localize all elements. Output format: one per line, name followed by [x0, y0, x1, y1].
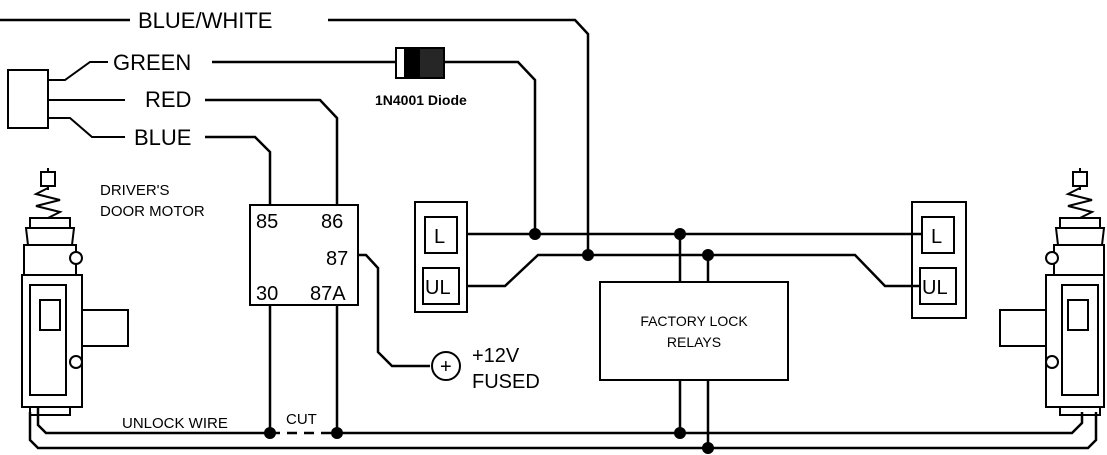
power-terminal-icon: +: [431, 351, 461, 381]
lock-wire: [28, 412, 1098, 450]
relay-pin-85: 85: [256, 211, 278, 233]
power-label-line1: +12V: [472, 345, 520, 367]
blue-wire: BLUE: [134, 125, 272, 205]
unlock-wire-label: UNLOCK WIRE: [122, 415, 228, 432]
connector-icon: [7, 61, 125, 138]
unlock-wire: UNLOCK WIRE CUT: [36, 407, 1084, 435]
green-wire: GREEN: [113, 50, 537, 234]
green-label: GREEN: [113, 50, 191, 75]
power-symbol: +: [440, 356, 452, 378]
diode-label: 1N4001 Diode: [375, 92, 467, 108]
blue-white-wire: BLUE/WHITE: [0, 8, 590, 255]
power-label-line2: FUSED: [472, 371, 540, 393]
right-lock-label: L: [931, 226, 942, 248]
unlock-bus-wire: [467, 253, 920, 288]
junction-dot: [582, 249, 594, 261]
factory-lock-relays: FACTORY LOCK RELAYS: [599, 281, 789, 381]
relay-pin-87a: 87A: [310, 283, 346, 305]
diode-icon: [395, 47, 445, 79]
blue-white-label: BLUE/WHITE: [138, 8, 272, 33]
left-lock-label: L: [434, 226, 445, 248]
door-lock-motor-icon: [21, 168, 129, 416]
junction-dot: [674, 427, 686, 439]
left-unlock-label: UL: [425, 277, 451, 299]
blue-label: BLUE: [134, 125, 191, 150]
factory-label-line2: RELAYS: [667, 334, 721, 350]
door-lock-motor-icon: [999, 168, 1106, 416]
junction-dot: [702, 442, 714, 454]
red-wire: RED: [145, 87, 339, 205]
relay-pin-30: 30: [256, 283, 278, 305]
factory-label-line1: FACTORY LOCK: [640, 313, 748, 329]
relay-pin-87: 87: [326, 248, 348, 270]
left-door-switch: L UL: [414, 201, 468, 313]
relay-pin-86: 86: [321, 211, 343, 233]
right-door-switch: L UL: [911, 201, 967, 319]
driver-motor-label-line1: DRIVER'S: [100, 182, 170, 199]
junction-dot: [264, 427, 276, 439]
relay: 85 86 87 30 87A: [249, 204, 359, 306]
red-label: RED: [145, 87, 191, 112]
power-wire: [358, 253, 430, 368]
driver-motor-label-line2: DOOR MOTOR: [100, 203, 205, 220]
junction-dot: [331, 427, 343, 439]
right-unlock-label: UL: [922, 277, 948, 299]
junction-dot: [529, 228, 541, 240]
cut-label: CUT: [286, 411, 317, 428]
